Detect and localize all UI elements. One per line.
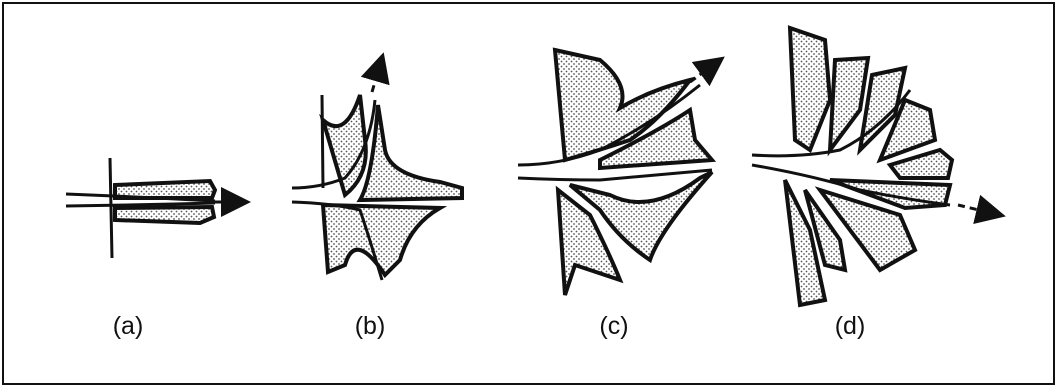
panel-b (292, 58, 462, 280)
panel-label-a: (a) (113, 312, 144, 341)
arrow-icon (690, 60, 720, 82)
wellbore-line (322, 95, 323, 188)
stippled-zone (323, 95, 366, 195)
wellbore-line (110, 158, 112, 258)
stippled-zone (360, 105, 462, 200)
panel-a (66, 158, 245, 258)
stippled-zone (790, 28, 830, 150)
arrow-icon (958, 205, 1000, 215)
panel-c (518, 50, 720, 295)
stippled-zone (323, 205, 440, 275)
panel-label-b: (b) (355, 312, 386, 341)
panel-d (752, 28, 1000, 305)
arrow-icon (372, 58, 382, 92)
panel-label-d: (d) (835, 312, 866, 341)
panel-label-c: (c) (599, 312, 628, 341)
channel (518, 170, 712, 180)
